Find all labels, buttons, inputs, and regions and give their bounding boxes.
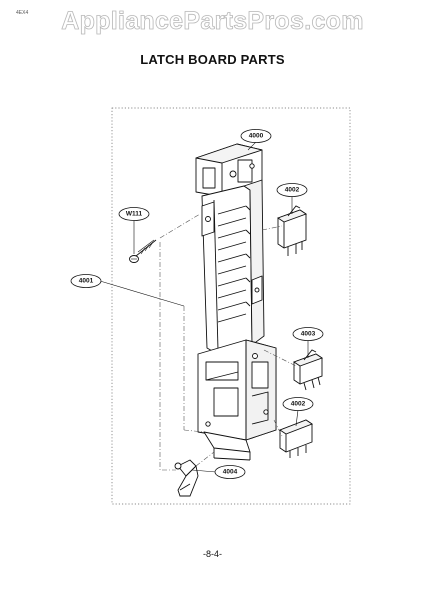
callout-4001: 4001: [70, 274, 102, 288]
callout-4003: 4003: [292, 327, 324, 341]
callout-w111: W111: [118, 207, 150, 221]
callout-4002-bottom-label: 4002: [291, 401, 306, 408]
callout-4003-label: 4003: [301, 331, 316, 338]
callout-4002-bottom: 4002: [282, 397, 314, 411]
assembly-lines: [159, 213, 297, 471]
callout-4000-label: 4000: [249, 133, 264, 140]
micro-switch-bottom-part: [279, 419, 313, 458]
screw-part: [129, 239, 157, 263]
latch-board-part: [195, 143, 277, 461]
page-code: 4EX4: [16, 10, 29, 16]
diagram-frame: [111, 107, 351, 505]
micro-switch-middle-part: [293, 349, 323, 391]
callout-4004: 4004: [214, 465, 246, 479]
micro-switch-top-part: [277, 205, 307, 256]
watermark-logo: AppliancePartsPros.com: [61, 7, 364, 36]
callout-4002-top-label: 4002: [285, 187, 300, 194]
lever-part: [174, 459, 199, 497]
callout-4004-label: 4004: [223, 469, 238, 476]
callout-w111-label: W111: [126, 211, 143, 218]
page-number: -8-4-: [202, 549, 222, 559]
leader-lines: [99, 141, 309, 473]
page-title: LATCH BOARD PARTS: [140, 52, 285, 67]
callout-4000: 4000: [240, 129, 272, 143]
callout-4001-label: 4001: [79, 278, 94, 285]
callout-4002-top: 4002: [276, 183, 308, 197]
